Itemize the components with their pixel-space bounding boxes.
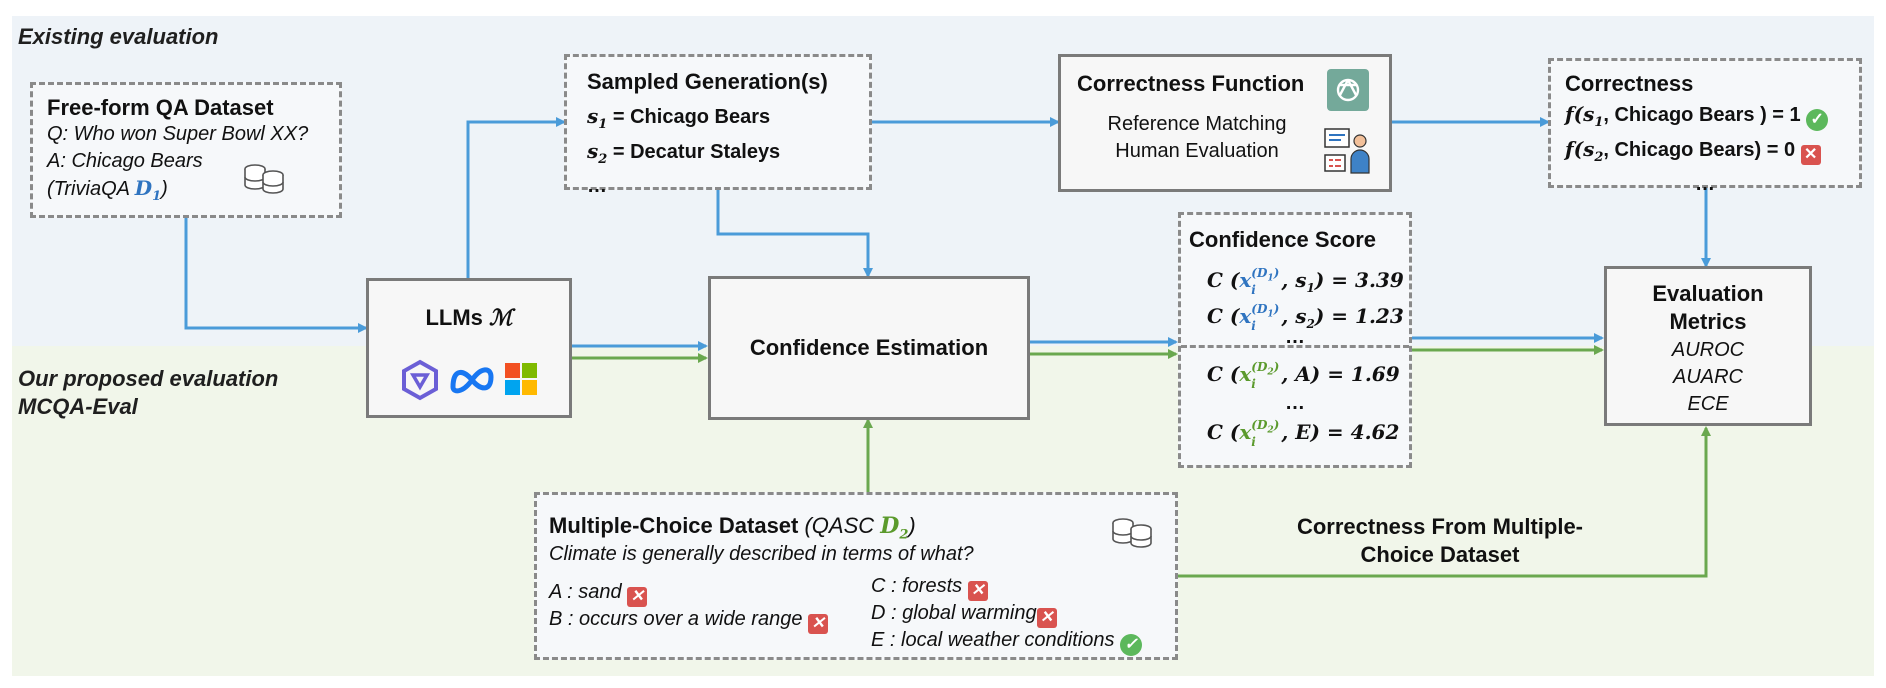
- human-evaluation-label: Human Evaluation: [1115, 140, 1279, 162]
- mcqa-correctness-label-2: Choice Dataset: [1360, 542, 1520, 567]
- correctness-box: Correctness f(s1, Chicago Bears ) = 1 ✓ …: [1548, 58, 1862, 195]
- option-b: B : occurs over a wide range ✕: [549, 606, 829, 634]
- correctness-more: …: [1695, 173, 1715, 195]
- metric-ece: ECE: [1687, 393, 1729, 415]
- metric-auarc: AUARC: [1672, 366, 1743, 388]
- confidence-score-row: C (x(D2)i, E) = 4.62: [1207, 418, 1400, 450]
- correctness-function-box: Correctness Function Reference Matching …: [1058, 54, 1392, 192]
- reference-matching-label: Reference Matching: [1107, 113, 1287, 135]
- arrow-mcqa-to-metrics: [1178, 426, 1711, 578]
- evaluation-metrics-box: Evaluation Metrics AUROC AUARC ECE: [1604, 266, 1812, 426]
- meta-logo-icon: [450, 367, 494, 394]
- arrow-sampled-to-confidence: [716, 190, 873, 278]
- openai-logo-icon: [1327, 69, 1369, 111]
- sample-1: s1 = Chicago Bears: [587, 104, 771, 132]
- option-e: E : local weather conditions ✓: [871, 627, 1143, 656]
- check-icon: ✓: [1120, 634, 1143, 656]
- confidence-score-ellipsis: …: [1285, 326, 1305, 348]
- correctness-title: Correctness: [1565, 71, 1694, 96]
- llms-title: LLMs ℳ: [425, 305, 513, 331]
- confidence-score-box: Confidence Score C (x(D1)i, s1) = 3.39 C …: [1178, 212, 1412, 468]
- microsoft-logo-icon: [505, 363, 537, 395]
- freeform-source: (TriviaQA D1): [47, 176, 168, 204]
- llms-box: LLMs ℳ: [366, 278, 572, 418]
- option-c: C : forests ✕: [871, 573, 988, 601]
- proposed-evaluation-label: Our proposed evaluation: [18, 366, 279, 391]
- cross-icon: ✕: [1800, 145, 1821, 165]
- arrow-llms-to-sampled: [466, 117, 566, 278]
- sampled-generations-box: Sampled Generation(s) s1 = Chicago Bears…: [564, 54, 872, 197]
- confidence-estimation-box: Confidence Estimation: [708, 276, 1030, 420]
- arrow-dataset-to-llms: [184, 182, 368, 333]
- cross-icon: ✕: [808, 614, 829, 634]
- confidence-score-row: C (x(D1)i, s1) = 3.39: [1207, 266, 1404, 298]
- existing-evaluation-label: Existing evaluation: [18, 24, 219, 49]
- freeform-answer: A: Chicago Bears: [47, 150, 203, 172]
- confidence-score-ellipsis: …: [1285, 392, 1305, 414]
- confidence-score-divider: [1181, 345, 1409, 350]
- confidence-score-title: Confidence Score: [1189, 227, 1377, 252]
- correctness-function-title: Correctness Function: [1077, 71, 1305, 96]
- correctness-row-1: f(s1, Chicago Bears ) = 1 ✓: [1565, 101, 1845, 136]
- cross-icon: ✕: [967, 581, 988, 601]
- multiple-choice-dataset-box: Multiple-Choice Dataset (QASC D2) Climat…: [534, 492, 1178, 660]
- sampled-title: Sampled Generation(s): [587, 69, 828, 94]
- option-a: A : sand ✕: [549, 579, 648, 607]
- freeform-question: Q: Who won Super Bowl XX?: [47, 123, 309, 145]
- human-evaluator-icon: [1324, 128, 1370, 174]
- freeform-qa-dataset-box: Free-form QA Dataset Q: Who won Super Bo…: [30, 82, 342, 218]
- database-icon: [1112, 518, 1152, 548]
- metrics-title-1: Evaluation: [1652, 281, 1764, 306]
- database-icon: [244, 164, 284, 194]
- mcqa-title: Multiple-Choice Dataset (QASC D2): [549, 513, 916, 543]
- metrics-title-2: Metrics: [1669, 309, 1747, 334]
- qwen-logo-icon: [402, 359, 438, 401]
- confidence-score-row: C (x(D1)i, s2) = 1.23: [1207, 302, 1404, 334]
- confidence-estimation-title: Confidence Estimation: [749, 335, 989, 360]
- sample-more: …: [587, 175, 607, 197]
- mcqa-eval-label: MCQA-Eval: [18, 394, 138, 419]
- mcqa-correctness-label-1: Correctness From Multiple-: [1296, 514, 1584, 539]
- confidence-score-row: C (x(D2)i, A) = 1.69: [1207, 360, 1400, 392]
- metric-auroc: AUROC: [1671, 339, 1745, 361]
- check-icon: ✓: [1806, 109, 1829, 131]
- mcqa-question: Climate is generally described in terms …: [549, 543, 974, 565]
- correctness-row-2: f(s2, Chicago Bears) = 0 ✕: [1565, 136, 1845, 171]
- option-d: D : global warming✕: [871, 600, 1057, 628]
- freeform-title: Free-form QA Dataset: [47, 95, 274, 120]
- sample-2: s2 = Decatur Staleys: [587, 139, 781, 167]
- cross-icon: ✕: [627, 587, 648, 607]
- cross-icon: ✕: [1036, 608, 1057, 628]
